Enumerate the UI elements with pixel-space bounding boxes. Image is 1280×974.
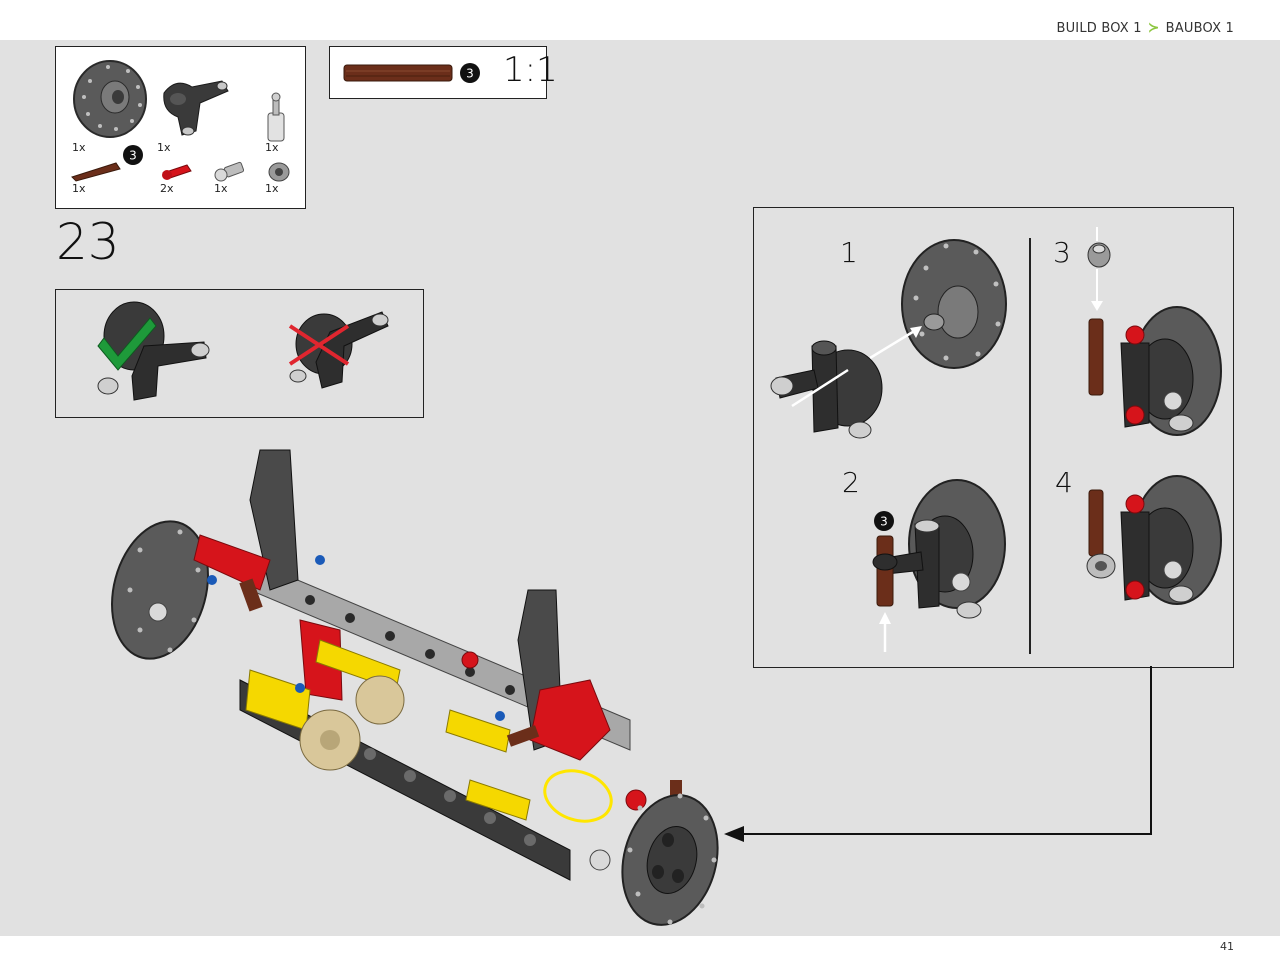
scale-length-badge-icon: 3	[460, 63, 480, 83]
parts-list: 1x 1x 1x 3 1x 2x 1x 1x	[55, 46, 306, 209]
sub-step-4-illustration	[1086, 475, 1222, 605]
breadcrumb: BUILD BOX 1 ≻ BAUBOX 1	[1056, 20, 1234, 36]
page-number: 41	[1220, 940, 1234, 953]
axle-scale-icon	[343, 64, 453, 82]
orientation-hint	[55, 289, 424, 418]
qty-bush: 1x	[265, 182, 279, 195]
chassis-model-illustration	[111, 449, 719, 926]
sub-step-2-illustration	[872, 479, 1006, 652]
breadcrumb-part-2: BAUBOX 1	[1165, 20, 1234, 36]
sub-step-1-number: 1	[840, 236, 858, 269]
qty-brake-disc: 1x	[72, 141, 86, 154]
qty-pin-red: 2x	[160, 182, 174, 195]
scale-length-text: 3	[466, 67, 474, 81]
sub-step-callout: 1 2 3 4	[753, 207, 1234, 668]
breadcrumb-part-1: BUILD BOX 1	[1056, 20, 1142, 36]
correct-knuckle-icon	[97, 301, 210, 401]
sub-step-4-number: 4	[1055, 466, 1073, 499]
scale-callout: 3 1:1	[329, 46, 558, 99]
sub-step-1-illustration	[770, 239, 1007, 439]
qty-ball-pin: 1x	[214, 182, 228, 195]
page-footer: 41	[0, 936, 1280, 974]
scale-label: 1:1	[503, 50, 558, 90]
qty-ball-joint-pin: 1x	[265, 141, 279, 154]
sub-step-3-illustration	[1087, 227, 1222, 436]
sub-step-3-number: 3	[1053, 236, 1071, 269]
length-badge-text: 3	[129, 149, 137, 163]
length-badge-icon: 3	[123, 145, 143, 165]
ball-pin-icon	[214, 161, 245, 182]
steering-knuckle-icon	[163, 80, 229, 136]
brake-disc-icon	[73, 60, 147, 138]
qty-steering-knuckle: 1x	[157, 141, 171, 154]
pin-red-icon	[162, 164, 192, 180]
breadcrumb-separator-icon: ≻	[1147, 20, 1160, 36]
step-number: 23	[56, 213, 120, 271]
incorrect-knuckle-icon	[288, 311, 389, 389]
page-header: BUILD BOX 1 ≻ BAUBOX 1	[0, 0, 1280, 40]
callout-divider	[1029, 238, 1031, 654]
sub-step-2-length-text: 3	[880, 515, 888, 529]
callout-connector-arrow	[724, 666, 1152, 842]
bush-icon	[268, 162, 290, 182]
sub-step-2-length-badge-icon: 3	[874, 511, 894, 531]
axle-brown-icon	[71, 162, 121, 182]
qty-axle: 1x	[72, 182, 86, 195]
ball-joint-pin-icon	[267, 92, 285, 142]
sub-step-2-number: 2	[842, 466, 860, 499]
